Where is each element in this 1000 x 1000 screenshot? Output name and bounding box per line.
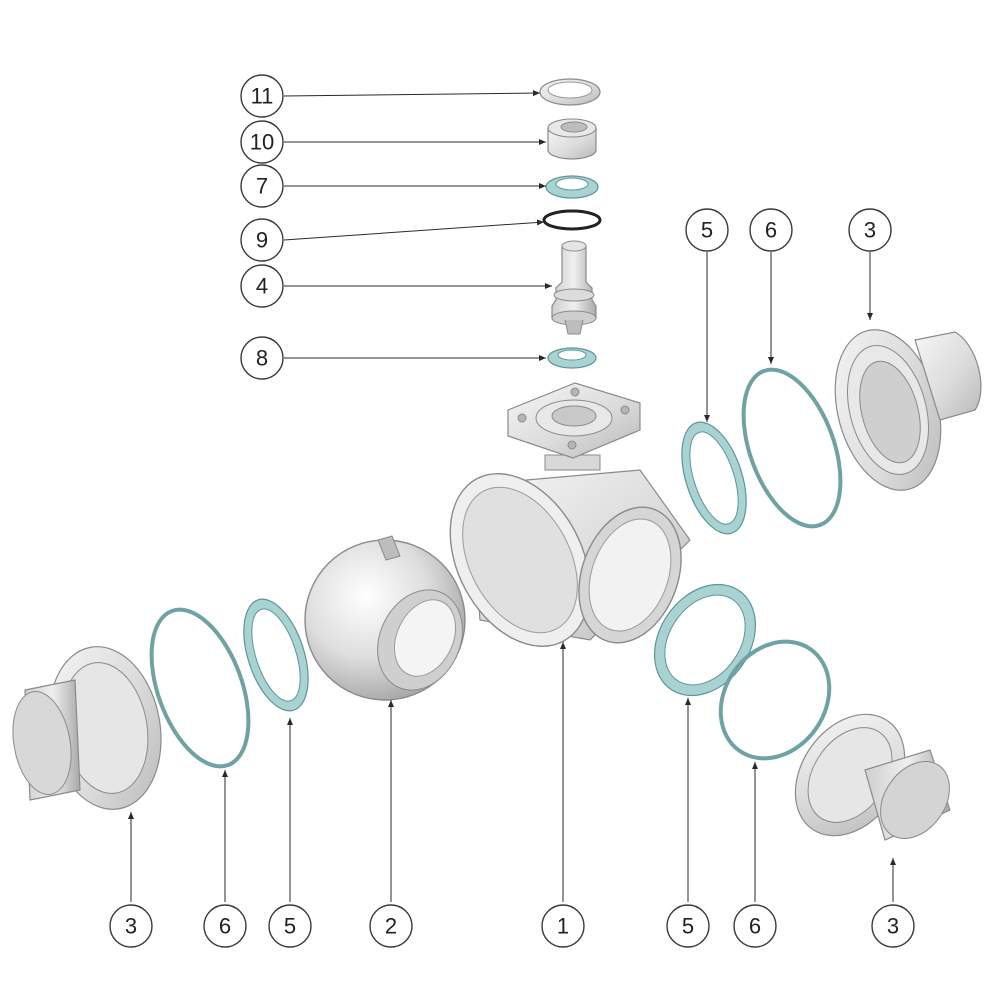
callout-9: 9	[240, 218, 284, 262]
callout-bottom-6-left-label: 6	[219, 914, 231, 939]
callout-bottom-5-right-label: 5	[682, 914, 694, 939]
part-6-gasket-bottom-right	[718, 639, 832, 761]
callout-bottom-6-right-label: 6	[749, 914, 761, 939]
part-4-stem	[551, 240, 597, 335]
callout-7: 7	[240, 164, 284, 208]
callout-bottom-2: 2	[369, 904, 413, 948]
callout-bottom-3-left-label: 3	[125, 914, 137, 939]
part-7-seal-washer	[545, 175, 599, 199]
callout-8: 8	[240, 336, 284, 380]
part-3-end-connector-bottom-right	[794, 713, 951, 841]
leader-lines	[128, 90, 896, 902]
callout-bottom-5-left-label: 5	[284, 914, 296, 939]
callout-11-label: 11	[251, 84, 274, 109]
callout-bottom-1: 1	[541, 904, 585, 948]
callout-bottom-5-right: 5	[666, 904, 710, 948]
callout-7-label: 7	[256, 174, 268, 199]
callout-top-6: 6	[749, 208, 793, 252]
part-5-seal-top-right	[681, 421, 747, 535]
callout-bottom-5-left: 5	[268, 904, 312, 948]
callout-4-label: 4	[256, 274, 268, 299]
callout-11: 11	[240, 74, 284, 118]
part-3-end-connector-bottom-left	[12, 646, 162, 810]
part-3-end-connector-top-right	[834, 329, 982, 491]
callout-bottom-3-right-label: 3	[887, 914, 899, 939]
callout-10-label: 10	[250, 130, 274, 155]
part-8-seal-washer	[547, 347, 597, 369]
callout-top-5-label: 5	[701, 218, 713, 243]
callout-bottom-1-label: 1	[557, 914, 569, 939]
callout-top-6-label: 6	[765, 218, 777, 243]
callout-bottom-6-right: 6	[733, 904, 777, 948]
callout-9-label: 9	[256, 228, 268, 253]
callout-bottom-2-label: 2	[385, 914, 397, 939]
callout-bottom-6-left: 6	[203, 904, 247, 948]
part-5-seal-bottom-right	[653, 583, 757, 697]
part-6-gasket-bottom-left	[149, 607, 251, 769]
part-5-seal-bottom-left	[243, 598, 309, 712]
part-11-ring	[539, 78, 601, 106]
callout-top-3-label: 3	[864, 218, 876, 243]
callout-bottom-3-right: 3	[871, 904, 915, 948]
part-10-bushing	[547, 118, 597, 160]
part-9-o-ring	[542, 209, 602, 231]
callout-10: 10	[240, 120, 284, 164]
callout-top-5: 5	[685, 208, 729, 252]
part-2-ball	[304, 535, 466, 701]
callout-8-label: 8	[256, 346, 268, 371]
callout-bottom-3-left: 3	[109, 904, 153, 948]
callout-top-3: 3	[848, 208, 892, 252]
part-1-body	[449, 382, 691, 647]
part-6-gasket-top-right	[741, 367, 843, 529]
callout-4: 4	[240, 264, 284, 308]
